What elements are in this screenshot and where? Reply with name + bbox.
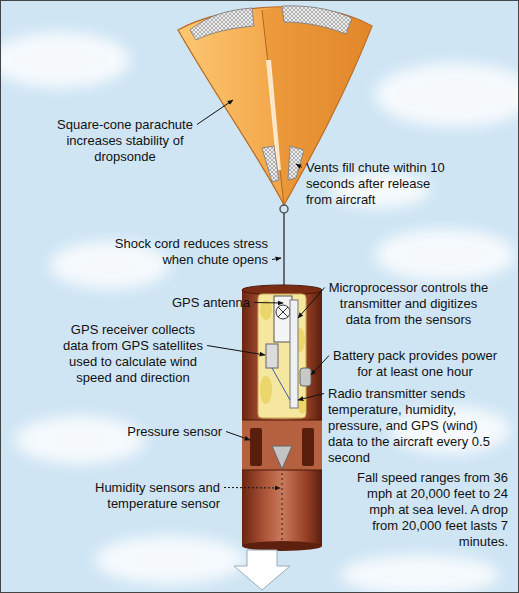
- leader-line: [254, 302, 283, 304]
- callout-label: Vents fill chute within 10 seconds after…: [306, 160, 446, 208]
- leader-line: [226, 432, 250, 441]
- dotted-line: [282, 473, 283, 545]
- callout-label: Radio transmitter sends temperature, hum…: [328, 386, 500, 466]
- canopy-seam: [262, 10, 284, 205]
- callout-label: Pressure sensor: [112, 424, 222, 440]
- sensor-cone: [272, 446, 292, 469]
- callout-label: GPS receiver collects data from GPS sate…: [58, 322, 208, 386]
- leader-line: [272, 258, 281, 260]
- sensor-opening: [250, 428, 262, 466]
- callout-label: Fall speed ranges from 36 mph at 20,000 …: [348, 470, 508, 550]
- band: [242, 420, 322, 421]
- canopy-shade: [262, 7, 372, 205]
- ring: [280, 205, 288, 213]
- fall-arrow: [234, 550, 290, 590]
- callout-label: GPS antenna: [150, 295, 250, 311]
- sonde-tube: [242, 285, 322, 551]
- shock-cord: [283, 213, 285, 288]
- leader-line: [207, 346, 265, 356]
- antenna-coil: [276, 305, 290, 319]
- leader-line: [197, 100, 233, 125]
- gps-receiver: [266, 344, 278, 368]
- leader-line: [311, 356, 329, 376]
- canopy: [178, 7, 372, 205]
- callout-label: Battery pack provides power for at least…: [326, 348, 504, 380]
- padding: [260, 376, 272, 404]
- sensor-opening: [302, 428, 314, 466]
- leader-line: [298, 394, 324, 401]
- callout-label: Microprocessor controls the transmitter …: [326, 280, 491, 328]
- battery-pack: [300, 368, 311, 386]
- circuit-board: [290, 300, 298, 408]
- leader-line: [224, 487, 280, 489]
- leader-line: [296, 164, 302, 168]
- leader-line: [298, 288, 325, 319]
- vent: [288, 146, 304, 180]
- vent: [190, 8, 254, 40]
- sensor-section: [242, 420, 322, 470]
- vent: [262, 146, 279, 182]
- vent: [282, 6, 352, 34]
- callout-label: Humidity sensors and temperature sensor: [40, 480, 220, 512]
- callout-label: Shock cord reduces stress when chute ope…: [104, 236, 268, 268]
- callout-label: Square-cone parachute increases stabilit…: [45, 117, 205, 165]
- tube-body: [242, 290, 322, 546]
- antenna-coil: [278, 307, 288, 317]
- wire: [272, 368, 290, 400]
